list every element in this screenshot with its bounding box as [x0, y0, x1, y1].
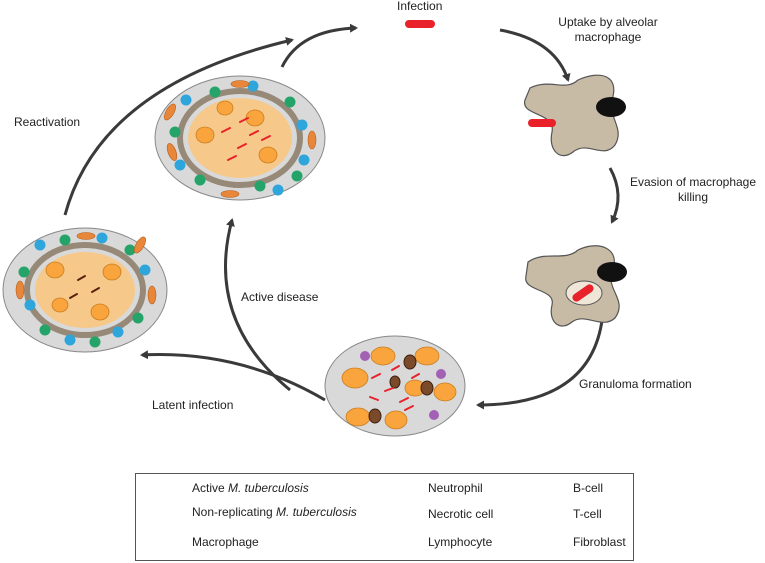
cycle-arrows: [63, 23, 620, 410]
legend-macrophage-label: Macrophage: [192, 535, 259, 549]
legend-lymphocyte-label: Lymphocyte: [428, 535, 493, 549]
legend-necrotic-label: Necrotic cell: [428, 507, 494, 521]
legend-bcell-label: B-cell: [573, 481, 604, 495]
legend-nonrep-mtb-label: Non-replicating M. tuberculosis: [192, 505, 357, 519]
legend: [135, 473, 634, 561]
granuloma-active: [154, 75, 326, 201]
infection-bacterium: [405, 20, 435, 28]
granuloma-early: [324, 335, 466, 437]
label-granuloma-formation: Granuloma formation: [579, 377, 692, 391]
label-latent-infection: Latent infection: [152, 398, 234, 412]
arrow-granuloma-to-active: [224, 218, 291, 392]
label-evasion: Evasion of macrophage killing: [629, 175, 757, 204]
arrow-infection-to-uptake: [499, 28, 571, 82]
label-reactivation: Reactivation: [14, 115, 81, 129]
arrow-active-to-infection: [280, 23, 358, 68]
legend-tcell-label: T-cell: [573, 507, 602, 521]
granuloma-latent: [2, 227, 168, 353]
label-active-disease: Active disease: [241, 290, 319, 304]
arrow-evasion-to-granuloma: [476, 311, 605, 410]
arrow-latent-to-reactivation: [63, 36, 294, 216]
macrophage-uptake: [524, 74, 626, 157]
legend-neutrophil-label: Neutrophil: [428, 481, 483, 495]
label-infection: Infection: [397, 0, 443, 13]
arrow-uptake-to-evasion: [608, 167, 620, 224]
legend-active-mtb-label: Active M. tuberculosis: [192, 481, 309, 495]
label-uptake: Uptake by alveolar macrophage: [558, 15, 658, 44]
arrow-granuloma-to-latent: [140, 350, 326, 402]
macrophage-evasion: [525, 245, 627, 327]
legend-fibroblast-label: Fibroblast: [573, 535, 626, 549]
